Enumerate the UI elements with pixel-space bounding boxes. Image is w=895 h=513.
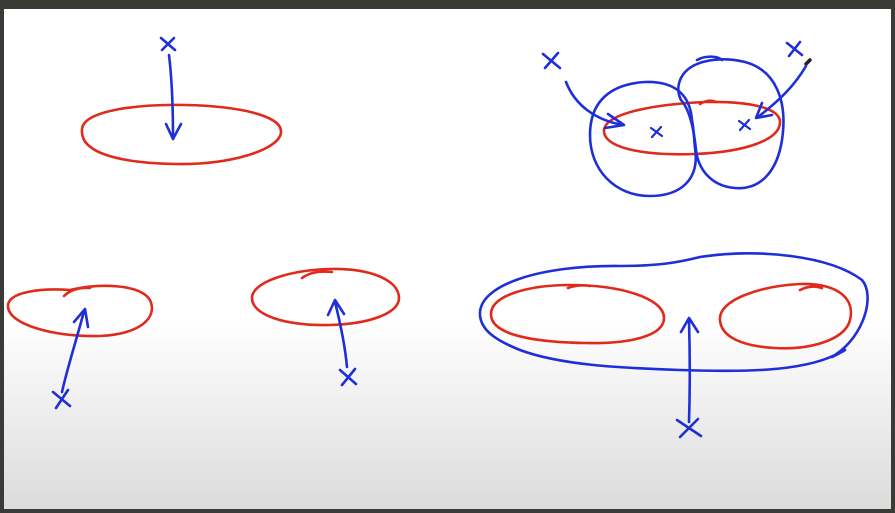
set-ellipse-hook [300, 270, 334, 280]
set-ellipse [80, 103, 283, 166]
cross-mark-icon [675, 417, 703, 439]
arrow-icon [326, 298, 349, 369]
enclosing-loop-tail [830, 348, 847, 359]
set-ellipse [602, 100, 782, 156]
cross-mark-icon [785, 40, 804, 58]
cross-mark-icon [338, 367, 358, 387]
neighborhood-circle-top [695, 55, 724, 62]
set-ellipse [250, 267, 401, 327]
cross-mark-icon [159, 36, 177, 52]
diagram-enclosed-sets [478, 252, 869, 439]
diagram-single-set-bottom-left [6, 284, 154, 410]
set-ellipse-hook [62, 286, 92, 298]
set-ellipse [6, 284, 154, 338]
arrow-icon [679, 316, 700, 424]
enclosing-loop [478, 252, 869, 373]
diagram-overlapping-sets [541, 40, 812, 198]
arrow-icon [164, 53, 183, 141]
arrow-icon [60, 307, 90, 394]
diagram-single-set-top [80, 36, 283, 166]
cross-mark-icon [737, 118, 752, 132]
set-ellipse-left [489, 283, 666, 345]
cross-mark-icon [649, 125, 664, 139]
cross-mark-icon [51, 388, 72, 410]
neighborhood-circle-right [677, 58, 785, 190]
diagram-single-set-bottom-middle [250, 267, 401, 387]
arrow-icon [754, 64, 808, 120]
paper [4, 9, 891, 509]
cross-mark-icon [541, 51, 562, 70]
marker-cursor-icon [804, 58, 812, 66]
set-ellipse-right [718, 282, 853, 350]
arrow-icon [564, 80, 626, 130]
set-ellipse-hook [698, 99, 718, 106]
set-ellipse-hook [798, 285, 824, 292]
set-ellipse-hook [566, 284, 592, 290]
